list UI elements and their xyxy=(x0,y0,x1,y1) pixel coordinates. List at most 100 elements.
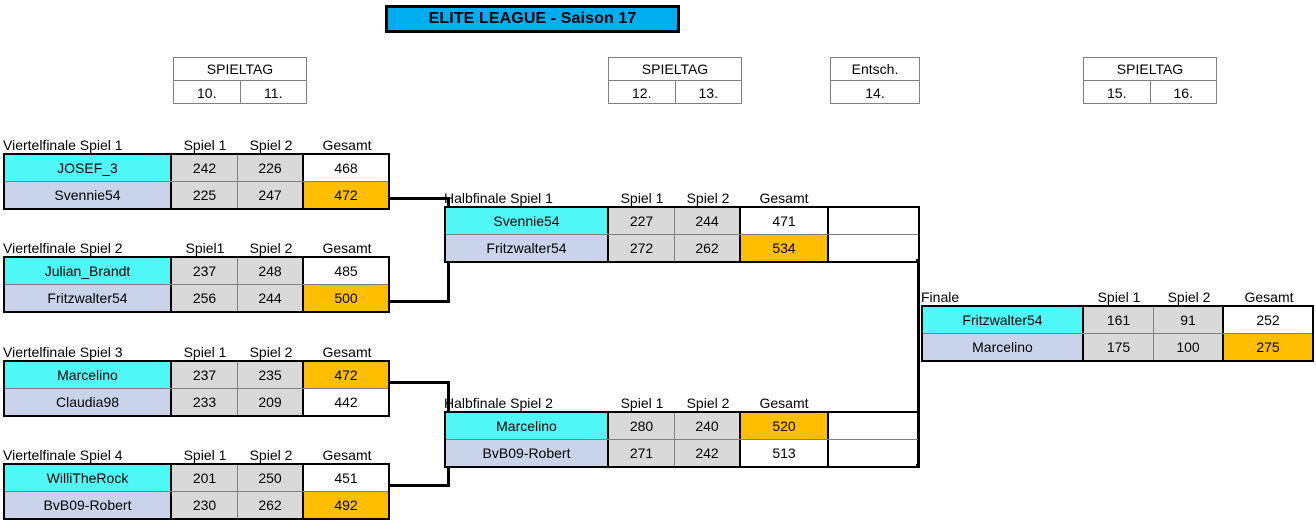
player-name: Fritzwalter54 xyxy=(446,235,609,261)
match-label: Halbfinale Spiel 1 xyxy=(444,190,553,206)
spieltag-block-entscheidung: Entsch. 14. xyxy=(830,57,920,104)
column-header-gesamt: Gesamt xyxy=(322,137,372,153)
match-row: BvB09-Robert 271 242 513 xyxy=(446,440,918,466)
spieltag-day: 12. xyxy=(632,84,652,101)
match-row: Fritzwalter54 161 91 252 xyxy=(923,307,1312,334)
spieltag-day: 14. xyxy=(865,84,885,101)
score-total: 471 xyxy=(741,208,827,234)
page-title: ELITE LEAGUE - Saison 17 xyxy=(385,5,680,33)
score-total: 442 xyxy=(304,389,388,415)
match-row: BvB09-Robert 230 262 492 xyxy=(5,492,388,518)
score-game2: 262 xyxy=(675,235,741,261)
match-row: Svennie54 227 244 471 xyxy=(446,208,918,235)
score-total: 520 xyxy=(741,413,827,439)
column-header-gesamt: Gesamt xyxy=(322,344,372,360)
column-header-gesamt: Gesamt xyxy=(1244,289,1294,305)
column-header-spiel2: Spiel 2 xyxy=(249,240,293,256)
score-total: 500 xyxy=(304,285,388,311)
player-name: BvB09-Robert xyxy=(5,492,172,518)
player-name: Svennie54 xyxy=(446,208,609,234)
score-decider xyxy=(827,208,916,234)
score-game2: 91 xyxy=(1154,307,1224,333)
match-row: Fritzwalter54 256 244 500 xyxy=(5,285,388,311)
match-final: Finale Spiel 1 Spiel 2 Gesamt Fritzwalte… xyxy=(921,285,1314,362)
score-game1: 271 xyxy=(609,440,675,466)
column-header-spiel1: Spiel 1 xyxy=(1097,289,1141,305)
spieltag-block-1: SPIELTAG 10. 11. xyxy=(173,57,307,104)
score-game2: 244 xyxy=(238,285,304,311)
score-decider xyxy=(827,413,916,439)
score-game2: 244 xyxy=(675,208,741,234)
spieltag-label: SPIELTAG xyxy=(174,58,306,81)
column-header-spiel2: Spiel 2 xyxy=(1167,289,1211,305)
score-total: 451 xyxy=(304,465,388,491)
column-header-gesamt: Gesamt xyxy=(322,447,372,463)
spieltag-label: SPIELTAG xyxy=(609,58,741,81)
score-game1: 256 xyxy=(172,285,238,311)
player-name: WilliTheRock xyxy=(5,465,172,491)
column-header-spiel1: Spiel 1 xyxy=(620,395,664,411)
column-header-gesamt: Gesamt xyxy=(322,240,372,256)
match-row: Marcelino 280 240 520 xyxy=(446,413,918,440)
score-game1: 230 xyxy=(172,492,238,518)
column-header-spiel2: Spiel 2 xyxy=(686,395,730,411)
column-header-gesamt: Gesamt xyxy=(759,190,809,206)
score-game2: 235 xyxy=(238,362,304,388)
spieltag-day: 10. xyxy=(197,84,217,101)
score-total: 513 xyxy=(741,440,827,466)
score-game1: 242 xyxy=(172,155,238,181)
column-header-spiel1: Spiel 1 xyxy=(183,344,227,360)
match-row: WilliTheRock 201 250 451 xyxy=(5,465,388,492)
spieltag-day: 15. xyxy=(1107,84,1127,101)
bracket-connector xyxy=(388,300,450,303)
spieltag-block-3: SPIELTAG 15. 16. xyxy=(1083,57,1217,104)
player-name: Svennie54 xyxy=(5,182,172,208)
spieltag-block-2: SPIELTAG 12. 13. xyxy=(608,57,742,104)
score-game1: 161 xyxy=(1084,307,1154,333)
match-row: JOSEF_3 242 226 468 xyxy=(5,155,388,182)
match-label: Viertelfinale Spiel 3 xyxy=(3,344,123,360)
column-header-spiel1: Spiel 1 xyxy=(183,447,227,463)
player-name: Claudia98 xyxy=(5,389,172,415)
score-game1: 225 xyxy=(172,182,238,208)
player-name: JOSEF_3 xyxy=(5,155,172,181)
player-name: BvB09-Robert xyxy=(446,440,609,466)
score-game2: 226 xyxy=(238,155,304,181)
column-header-spiel1: Spiel 1 xyxy=(183,137,227,153)
score-game1: 227 xyxy=(609,208,675,234)
column-header-spiel2: Spiel 2 xyxy=(249,447,293,463)
score-game2: 247 xyxy=(238,182,304,208)
score-game1: 237 xyxy=(172,258,238,284)
score-game2: 242 xyxy=(675,440,741,466)
match-quarterfinal-3: Viertelfinale Spiel 3 Spiel 1 Spiel 2 Ge… xyxy=(3,340,390,417)
column-header-spiel1: Spiel 1 xyxy=(620,190,664,206)
player-name: Fritzwalter54 xyxy=(5,285,172,311)
score-game2: 100 xyxy=(1154,334,1224,360)
score-total: 468 xyxy=(304,155,388,181)
column-header-spiel2: Spiel 2 xyxy=(249,344,293,360)
score-game1: 201 xyxy=(172,465,238,491)
score-total: 275 xyxy=(1224,334,1312,360)
bracket-connector xyxy=(388,197,450,200)
player-name: Marcelino xyxy=(923,334,1084,360)
bracket-connector xyxy=(388,381,450,384)
match-label: Finale xyxy=(921,289,960,305)
bracket-connector xyxy=(917,259,920,467)
match-semifinal-2: Halbfinale Spiel 2 Spiel 1 Spiel 2 Gesam… xyxy=(444,391,920,468)
score-game2: 209 xyxy=(238,389,304,415)
match-label: Viertelfinale Spiel 4 xyxy=(3,447,123,463)
match-semifinal-1: Halbfinale Spiel 1 Spiel 1 Spiel 2 Gesam… xyxy=(444,186,920,263)
column-header-spiel2: Spiel 2 xyxy=(249,137,293,153)
score-decider xyxy=(827,235,916,261)
spieltag-label: Entsch. xyxy=(831,58,919,81)
score-total: 472 xyxy=(304,362,388,388)
match-row: Julian_Brandt 237 248 485 xyxy=(5,258,388,285)
score-game1: 272 xyxy=(609,235,675,261)
player-name: Fritzwalter54 xyxy=(923,307,1084,333)
column-header-spiel1: Spiel1 xyxy=(185,240,225,256)
score-game1: 237 xyxy=(172,362,238,388)
match-row: Claudia98 233 209 442 xyxy=(5,389,388,415)
match-label: Viertelfinale Spiel 2 xyxy=(3,240,123,256)
match-row: Marcelino 237 235 472 xyxy=(5,362,388,389)
match-label: Halbfinale Spiel 2 xyxy=(444,395,553,411)
